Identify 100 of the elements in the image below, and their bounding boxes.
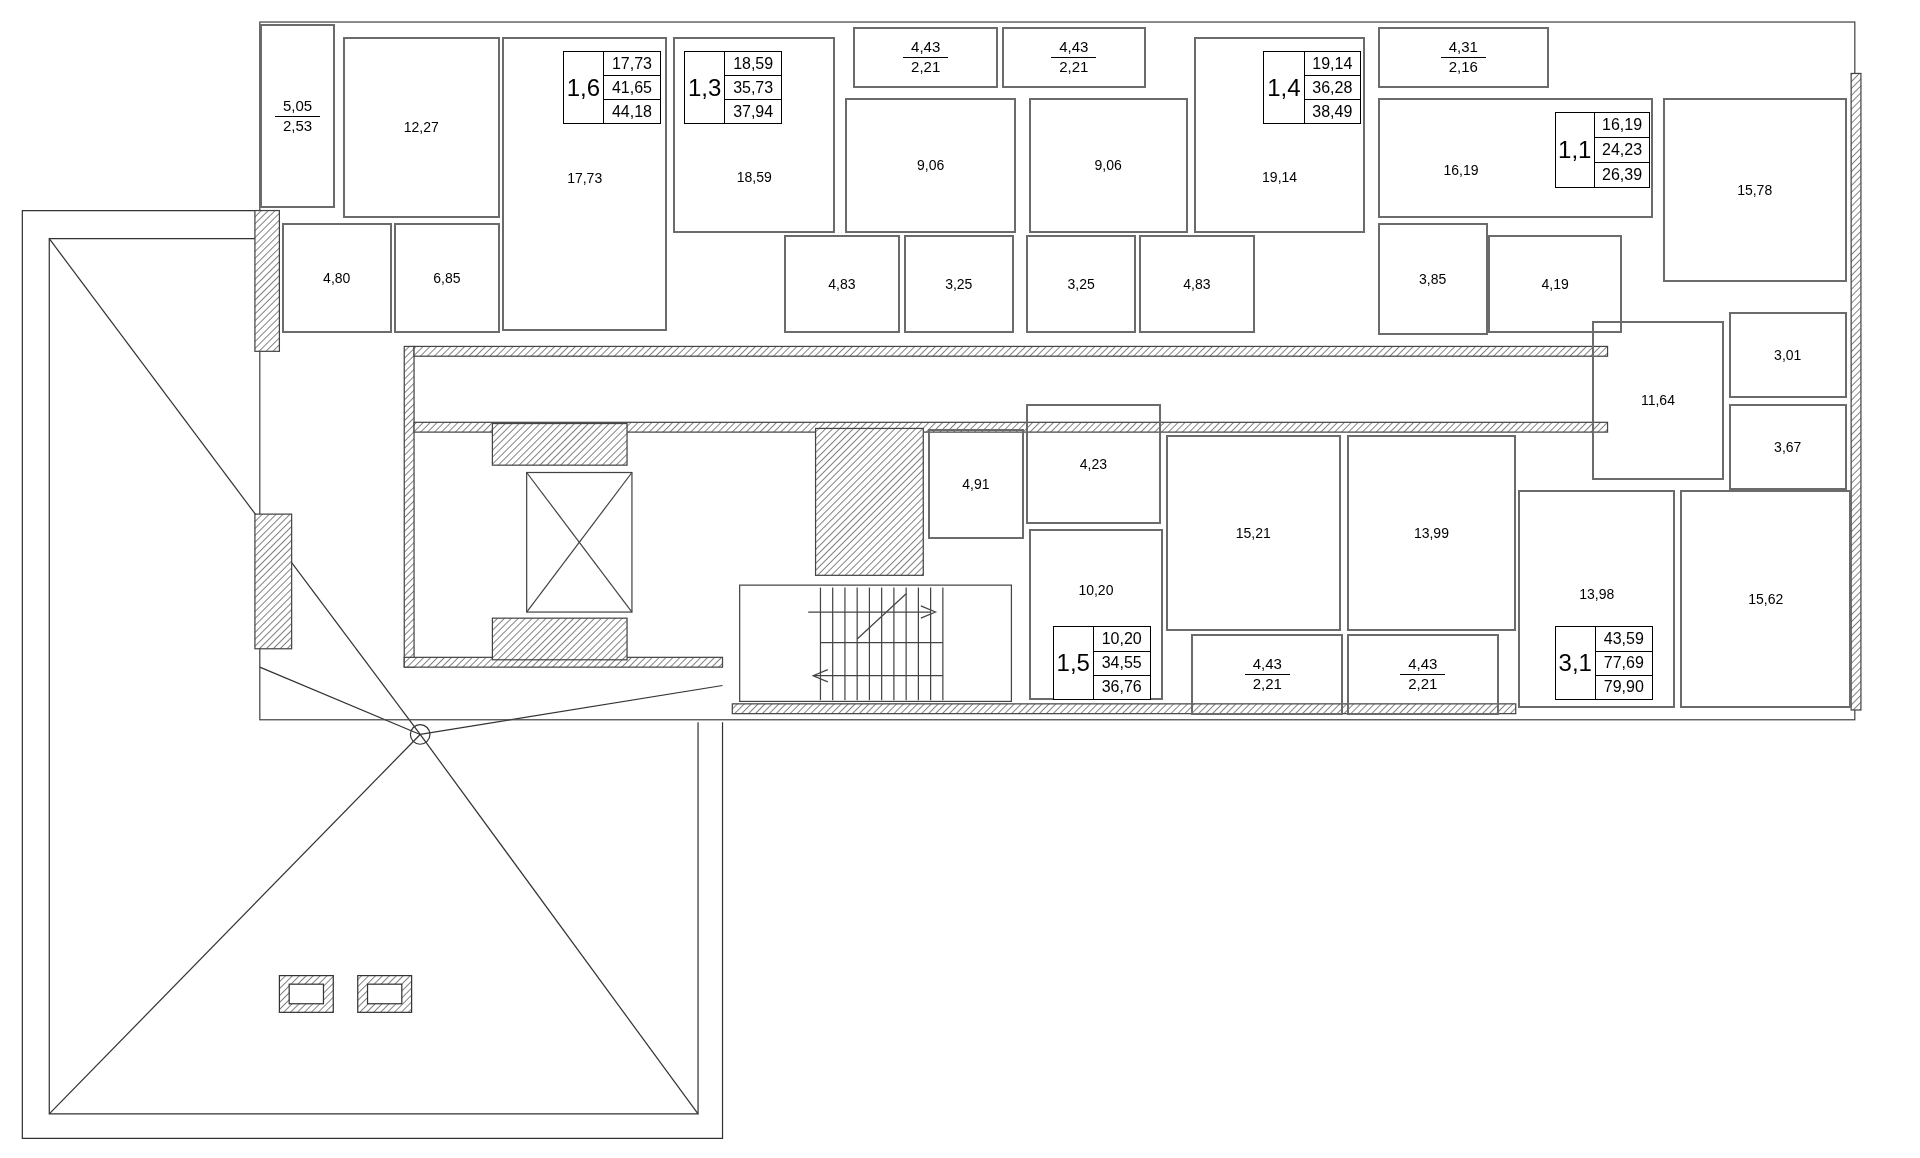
room [281, 222, 392, 334]
apartment-number: 1,1 [1558, 138, 1592, 163]
room [783, 235, 900, 334]
area-value: 26,39 [1602, 167, 1643, 184]
area-value: 17,73 [611, 55, 652, 72]
area-label: 10,20 [1078, 580, 1114, 600]
room [1377, 97, 1654, 218]
room [903, 235, 1014, 334]
balcony [1346, 634, 1499, 716]
balcony-reduced-area: 2,21 [1252, 675, 1282, 694]
room [1026, 235, 1137, 334]
area-value: 77,69 [1603, 655, 1644, 672]
apartment-tag [1554, 626, 1653, 700]
room [1346, 434, 1516, 631]
apartment-number: 1,4 [1267, 75, 1301, 100]
area-label: 18,59 [736, 167, 772, 187]
room [673, 36, 836, 233]
apartment-tag [1052, 626, 1151, 700]
area-label: 16,19 [1443, 160, 1479, 180]
apartment-tag [562, 50, 661, 125]
room [1728, 312, 1847, 398]
area-value: 36,28 [1312, 79, 1353, 96]
room [844, 97, 1017, 233]
apartment-tag [684, 50, 782, 125]
balcony-reduced-area: 2,16 [1448, 58, 1478, 77]
area-label: 3,85 [1419, 269, 1447, 289]
area-label: 4,91 [962, 474, 990, 494]
area-value: 38,49 [1312, 103, 1353, 120]
area-value: 19,14 [1312, 55, 1353, 72]
area-label: 3,01 [1774, 345, 1802, 365]
balcony-reduced-area: 2,21 [911, 58, 941, 77]
area-label: 4,19 [1541, 274, 1569, 294]
room [1662, 97, 1847, 282]
balcony-area: 4,43 [1400, 655, 1446, 676]
area-label: 4,80 [323, 268, 351, 288]
room [1487, 235, 1623, 334]
balcony [1191, 634, 1344, 716]
area-label: 12,27 [403, 117, 439, 137]
room [1026, 404, 1161, 525]
room [928, 428, 1024, 539]
balcony [1001, 26, 1147, 89]
area-label: 13,98 [1579, 584, 1615, 604]
room [1377, 222, 1488, 336]
balcony-area: 4,43 [1051, 38, 1097, 59]
room [1591, 320, 1725, 480]
room [1028, 97, 1188, 233]
room [1028, 528, 1164, 701]
area-value: 36,76 [1101, 679, 1142, 696]
room [1138, 235, 1256, 334]
area-label: 15,21 [1235, 523, 1271, 543]
room [1518, 489, 1676, 708]
room [1680, 489, 1852, 708]
apartment-number: 1,3 [688, 75, 722, 100]
apartment-tag [1263, 50, 1362, 125]
area-value: 18,59 [733, 55, 774, 72]
area-label: 3,25 [945, 274, 973, 294]
room [502, 36, 668, 331]
area-label: 4,83 [1183, 274, 1211, 294]
balcony-area: 4,31 [1440, 38, 1486, 59]
apartment-number: 1,5 [1056, 651, 1090, 676]
room [394, 222, 500, 334]
balcony [1377, 26, 1549, 89]
balcony-reduced-area: 2,21 [1408, 675, 1438, 694]
apartment-number: 3,1 [1558, 651, 1592, 676]
area-label: 4,83 [828, 274, 856, 294]
area-label: 3,67 [1774, 437, 1802, 457]
area-value: 79,90 [1603, 679, 1644, 696]
balcony [853, 26, 998, 89]
area-label: 13,99 [1413, 523, 1449, 543]
area-value: 44,18 [611, 103, 652, 120]
area-label: 9,06 [1094, 155, 1122, 175]
room [1165, 434, 1341, 631]
balcony-reduced-area: 2,21 [1059, 58, 1089, 77]
balcony-area: 4,43 [903, 38, 949, 59]
apartment-number: 1,6 [566, 75, 601, 100]
area-label: 15,62 [1748, 589, 1784, 609]
room [342, 36, 500, 218]
balcony-reduced-area: 2,53 [282, 116, 313, 136]
area-value: 43,59 [1603, 631, 1644, 648]
apartment-tag [1554, 112, 1651, 189]
balcony-area: 5,05 [274, 97, 321, 117]
area-label: 3,25 [1067, 274, 1095, 294]
area-label: 19,14 [1262, 167, 1298, 187]
area-label: 4,23 [1079, 454, 1108, 474]
area-label: 9,06 [916, 155, 945, 175]
area-value: 41,65 [611, 79, 652, 96]
area-label: 17,73 [567, 168, 603, 188]
area-value: 34,55 [1101, 655, 1142, 672]
area-value: 16,19 [1602, 117, 1643, 134]
area-value: 35,73 [733, 79, 774, 96]
room [1728, 404, 1847, 490]
area-label: 6,85 [433, 268, 461, 288]
area-value: 10,20 [1101, 631, 1142, 648]
balcony-area: 4,43 [1244, 655, 1290, 676]
area-value: 37,94 [733, 103, 774, 120]
area-value: 24,23 [1602, 142, 1643, 159]
room [1193, 36, 1366, 233]
area-label: 15,78 [1737, 180, 1773, 200]
area-label: 11,64 [1640, 390, 1675, 410]
balcony [259, 24, 336, 209]
